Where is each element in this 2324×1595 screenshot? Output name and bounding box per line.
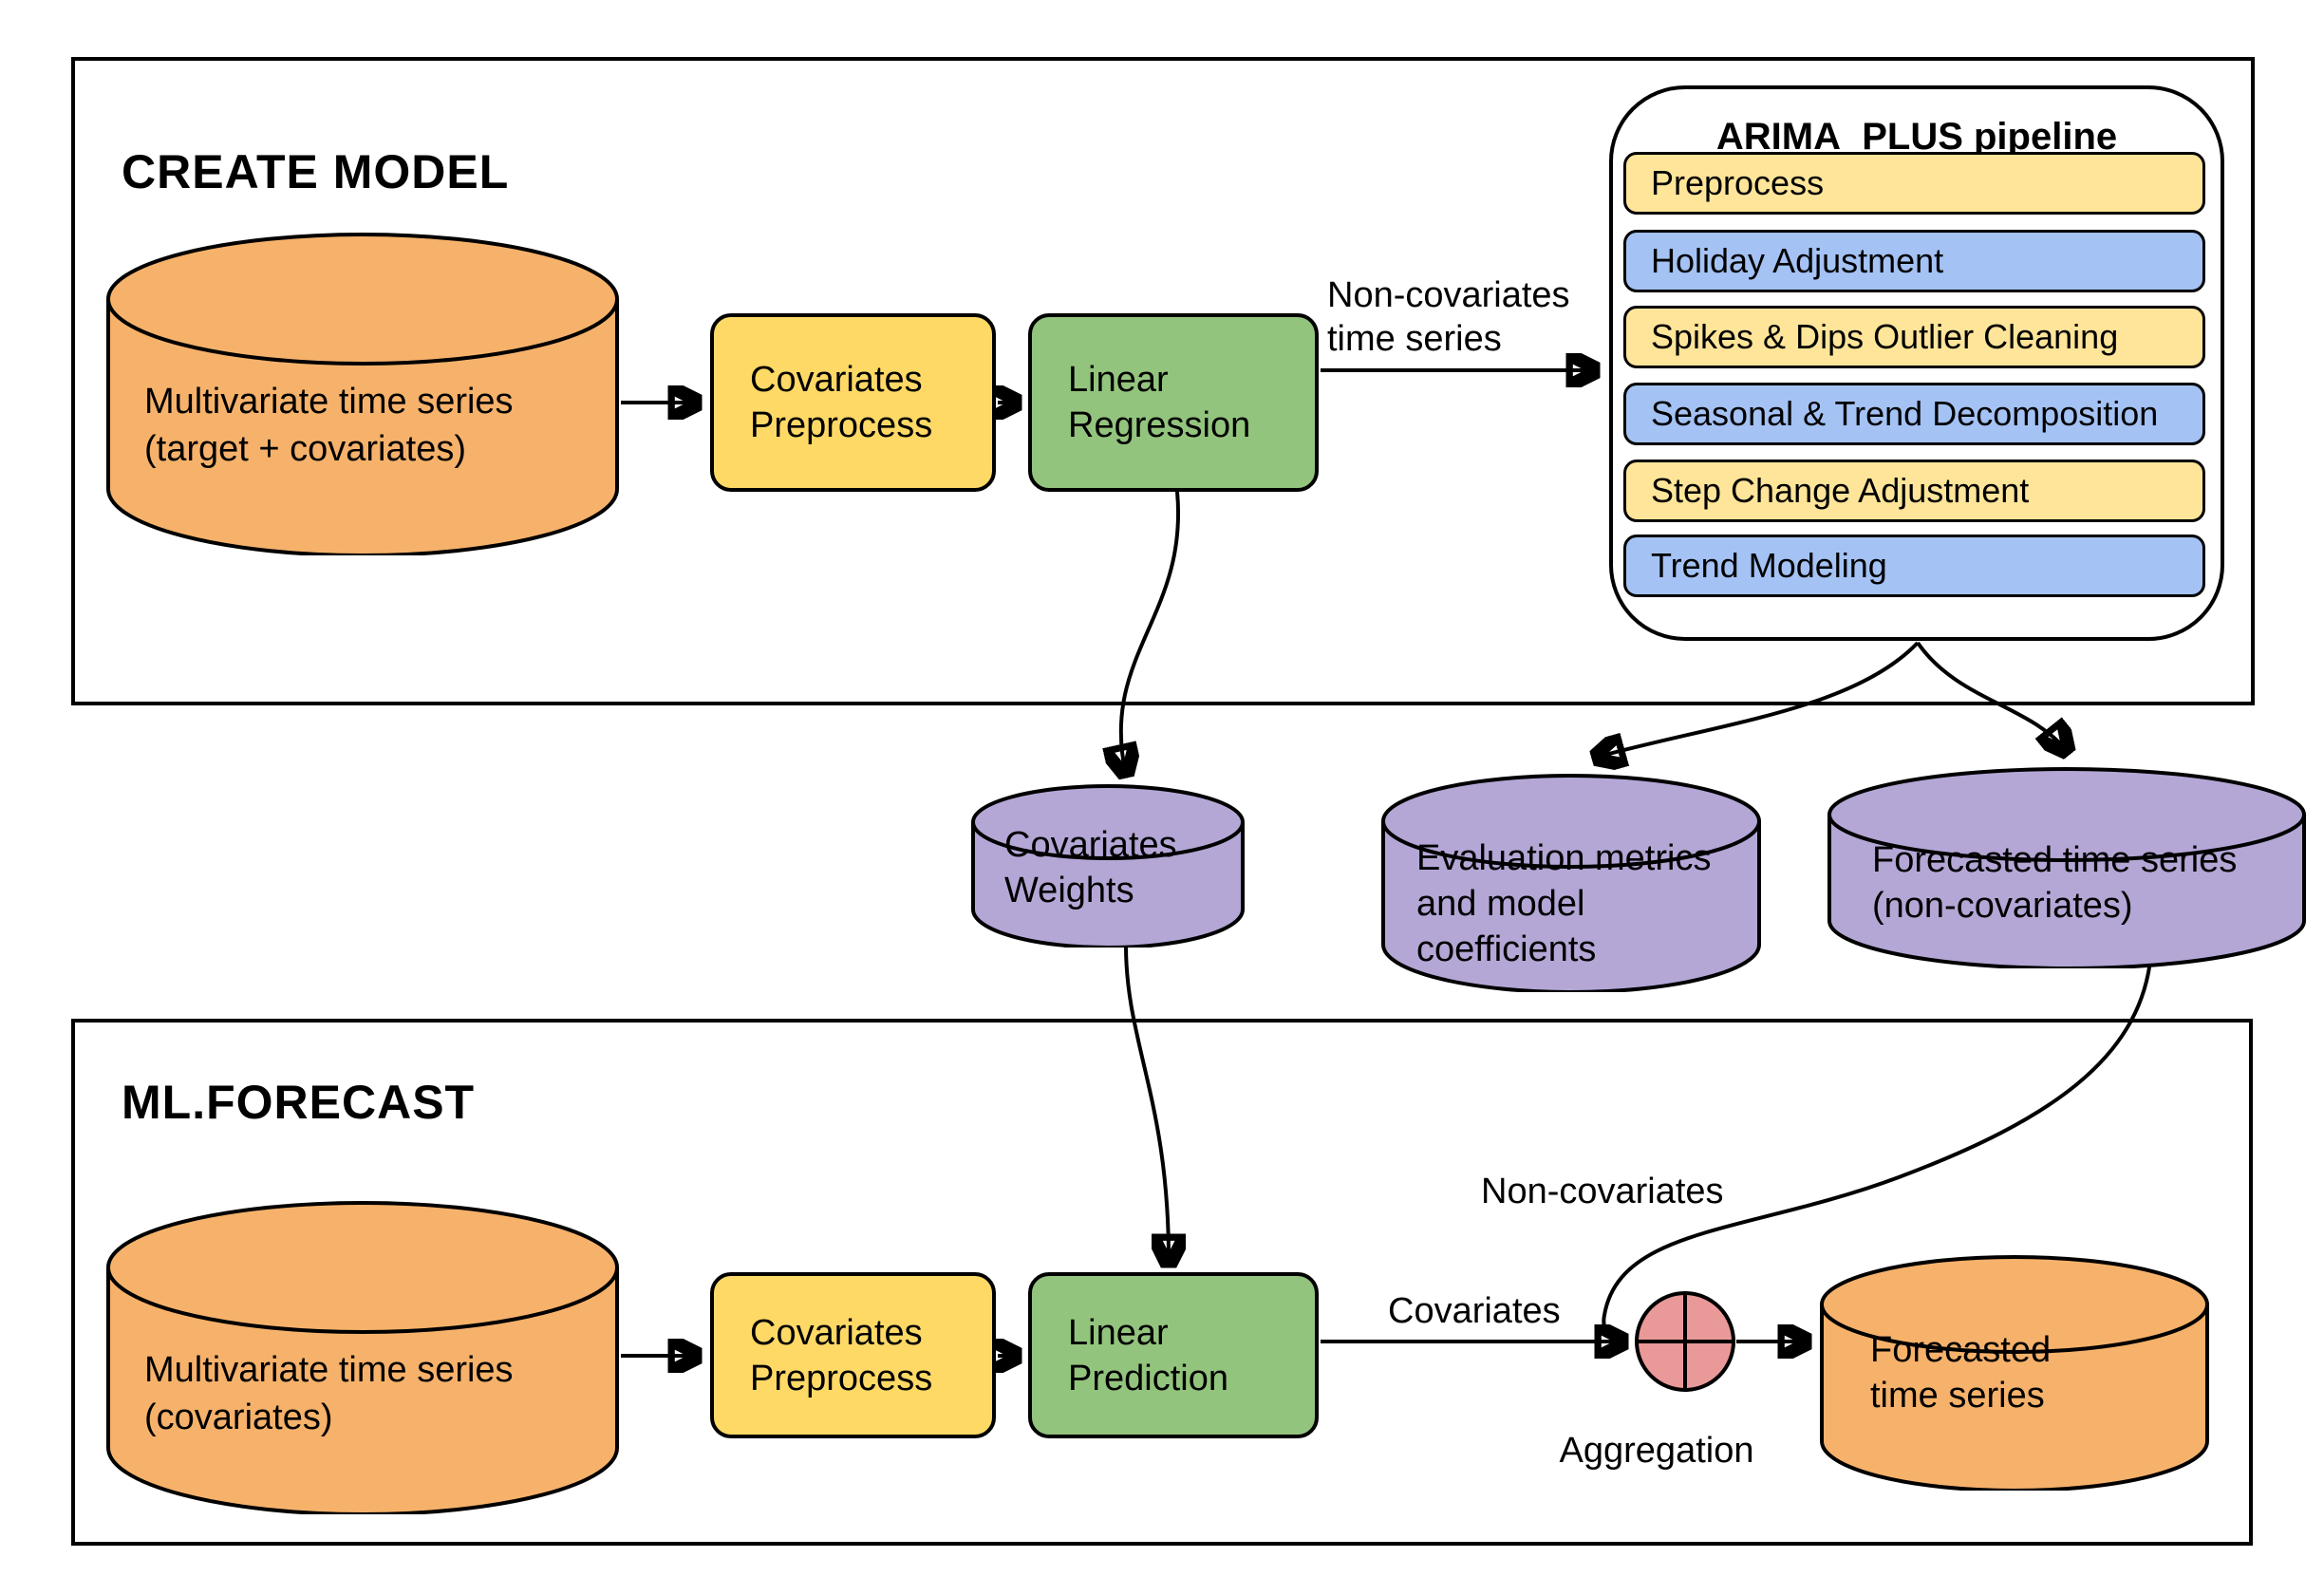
non-covariates-time-series-label: Non-covariates time series xyxy=(1327,275,1570,359)
cm-linear-regression-box: Linear Regression xyxy=(1028,313,1319,492)
cm-input-cylinder xyxy=(106,233,619,555)
mf-output-cylinder-label: Forecasted time series xyxy=(1870,1330,2052,1416)
mf-input-cylinder-label: Multivariate time series (covariates) xyxy=(144,1350,514,1437)
covariates-weights-cylinder xyxy=(971,784,1245,948)
cylinder-top xyxy=(1827,767,2306,862)
aggregation-node xyxy=(1635,1291,1735,1392)
cylinder-body xyxy=(106,299,619,555)
cylinder-top xyxy=(106,1201,619,1334)
cylinder-top xyxy=(1381,774,1761,869)
create-model-title: CREATE MODEL xyxy=(122,145,510,198)
pipeline-step-seasonal-trend: Seasonal & Trend Decomposition xyxy=(1623,383,2205,445)
forecasted-noncov-label: Forecasted time series (non-covariates) xyxy=(1872,840,2238,926)
cm-input-cylinder-label: Multivariate time series (target + covar… xyxy=(144,382,514,469)
aggregation-label: Aggregation xyxy=(1559,1431,1754,1471)
ml-forecast-section-box xyxy=(71,1019,2253,1546)
cylinder-body xyxy=(1381,821,1761,992)
cylinder-body xyxy=(106,1267,619,1514)
curve-arima-to-forecast-noncov xyxy=(1916,641,2068,752)
mf-covariates-preprocess-box: Covariates Preprocess xyxy=(710,1272,996,1438)
evaluation-metrics-label: Evaluation metrics and model coefficient… xyxy=(1416,838,1712,969)
curve-noncov-to-aggregation xyxy=(1602,960,2152,1342)
cylinder-top xyxy=(971,784,1245,860)
curve-weights-to-prediction xyxy=(1124,945,1169,1265)
cylinder-top xyxy=(106,233,619,366)
pipeline-step-holiday-adjustment: Holiday Adjustment xyxy=(1623,230,2205,292)
forecasted-noncov-cylinder xyxy=(1827,767,2306,968)
mf-output-cylinder xyxy=(1820,1255,2209,1491)
pipeline-step-step-change: Step Change Adjustment xyxy=(1623,460,2205,522)
arima-plus-pipeline-title: ARIMA_PLUS pipeline xyxy=(1715,116,2118,158)
pipeline-step-spikes-dips: Spikes & Dips Outlier Cleaning xyxy=(1623,306,2205,368)
mf-input-cylinder xyxy=(106,1201,619,1514)
cm-covariates-preprocess-box: Covariates Preprocess xyxy=(710,313,996,492)
cylinder-top xyxy=(1820,1255,2209,1354)
curve-arima-to-evaluation xyxy=(1595,641,1920,758)
mf-linear-prediction-box: Linear Prediction xyxy=(1028,1272,1319,1438)
evaluation-metrics-cylinder xyxy=(1381,774,1761,992)
create-model-section-box xyxy=(71,57,2255,705)
curve-regression-to-weights xyxy=(1121,491,1181,775)
covariates-weights-label: Covariates Weights xyxy=(1004,825,1177,910)
covariates-label: Covariates xyxy=(1388,1291,1561,1331)
ml-forecast-title: ML.FORECAST xyxy=(122,1076,476,1129)
pipeline-step-trend-modeling: Trend Modeling xyxy=(1623,535,2205,597)
cylinder-body xyxy=(1820,1304,2209,1491)
pipeline-step-preprocess: Preprocess xyxy=(1623,152,2205,215)
non-covariates-label: Non-covariates xyxy=(1481,1172,1724,1211)
